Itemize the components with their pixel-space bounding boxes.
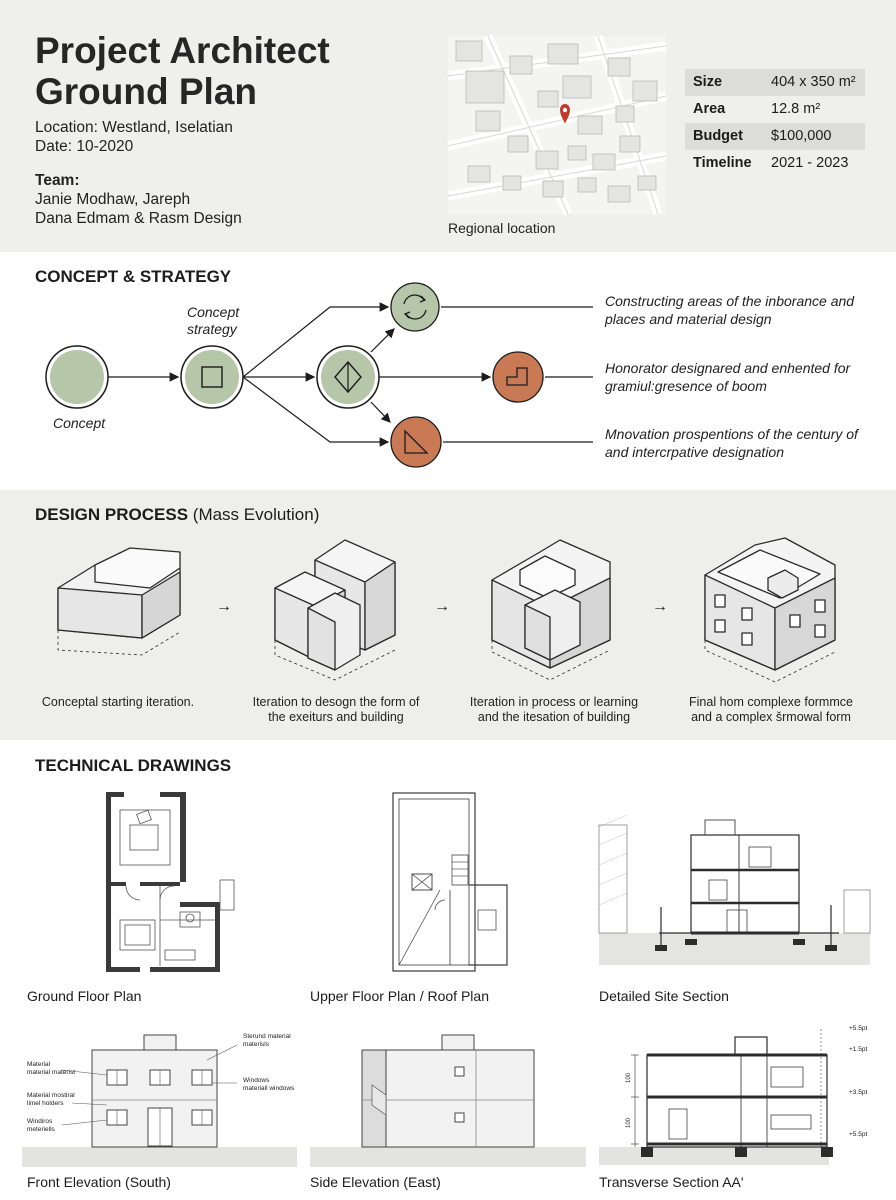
front-elevation-caption: Front Elevation (South) [27,1174,171,1190]
mass-model-4 [704,537,836,683]
location-text: Location: Westland, Iselatian [35,119,233,136]
arrow-icon: → [652,598,668,615]
triangle-node [390,416,442,468]
technical-drawings-section: TECHNICAL DRAWINGS Ground Floor Plan [0,740,896,1200]
stat-label: Timeline [693,155,752,171]
stairs-icon [506,367,528,386]
outcome-2-line-1: Honorator designared and enhented for [605,360,851,376]
concept-flow-diagram [45,282,593,468]
diamond-icon [334,360,362,394]
title-line-2: Ground Plan [35,71,257,112]
level-label-3: +3.5pt [849,1089,868,1096]
date-text: Date: 10-2020 [35,138,134,155]
front-elevation-drawing [22,1034,297,1167]
arrow-icon: → [216,598,232,615]
outcome-3-line-2: and intercrpative designation [605,444,785,460]
arrow-icon: → [434,598,450,615]
square-icon [201,366,223,388]
level-label-1: +5.5pt [849,1025,868,1032]
ground-floor-plan-drawing [106,792,235,972]
design-heading-main: DESIGN PROCESS [35,505,189,524]
level-label-2: +1.5pt [849,1046,868,1053]
outcome-3-line-1: Mnovation prospentions of the century of [605,426,858,442]
design-node [316,345,380,409]
strategy-label-1: Concept [187,304,240,320]
regional-map [446,34,668,216]
upper-floor-plan-drawing [392,792,508,972]
stat-area: Area 12.8 m² [685,96,865,123]
stat-value: 12.8 m² [771,101,821,117]
concept-heading: CONCEPT & STRATEGY [35,267,232,286]
mass-model-3 [491,539,611,681]
title-line-1: Project Architect [35,30,330,71]
dim-label-2: 100 [626,1117,633,1129]
upper-floor-caption: Upper Floor Plan / Roof Plan [310,988,489,1004]
step-1-caption: Conceptal starting iteration. [41,695,195,709]
mass-evolution-diagram [57,537,836,683]
mass-model-1 [57,547,181,656]
stairs-node [492,351,544,403]
site-section-drawing [598,814,871,965]
strategy-node [180,345,244,409]
stat-value: $100,000 [771,128,832,144]
team-label: Team: [35,172,80,189]
mass-model-2 [274,539,396,681]
stat-label: Area [693,101,726,117]
stat-label: Size [693,74,723,90]
stat-label: Budget [693,128,743,144]
ground-floor-caption: Ground Floor Plan [27,988,142,1004]
stat-value: 2021 - 2023 [771,155,849,171]
concept-strategy-section: CONCEPT & STRATEGY [0,252,896,490]
dim-label-1: 100 [626,1072,633,1084]
concept-node [45,345,109,409]
side-elevation-drawing [310,1034,586,1167]
refresh-icon [403,294,427,320]
stat-budget: Budget $100,000 [685,123,865,150]
location-pin-icon [560,104,570,124]
design-heading-suffix: (Mass Evolution) [192,505,320,524]
outcome-1-line-1: Constructing areas of the inborance and [605,293,855,309]
page-title: Project Architect Ground Plan [35,30,435,112]
map-caption: Regional location [448,220,556,236]
site-section-caption: Detailed Site Section [599,988,729,1004]
triangle-icon [404,429,429,454]
outcome-1-line-2: places and material design [605,311,772,327]
transverse-section-drawing [599,1029,833,1165]
stat-value: 404 x 350 m² [771,74,856,90]
header-band: Project Architect Ground Plan Location: … [0,0,896,252]
outcome-2-line-2: gramiul:gresence of boom [605,378,767,394]
design-process-heading: DESIGN PROCESS (Mass Evolution) [35,505,319,525]
team-line-2: Dana Edmam & Rasm Design [35,210,242,227]
technical-heading: TECHNICAL DRAWINGS [35,756,232,775]
stat-size: Size 404 x 350 m² [685,69,865,96]
level-label-4: +5.5pt [849,1131,868,1138]
concept-label: Concept [53,415,106,431]
strategy-label-2: strategy [187,321,237,337]
side-elevation-caption: Side Elevation (East) [310,1174,441,1190]
team-line-1: Janie Modhaw, Jareph [35,191,191,208]
transverse-section-caption: Transverse Section AA' [599,1174,744,1190]
cycle-node [390,282,440,332]
design-process-section: DESIGN PROCESS (Mass Evolution) [0,490,896,740]
stat-timeline: Timeline 2021 - 2023 [685,150,865,177]
